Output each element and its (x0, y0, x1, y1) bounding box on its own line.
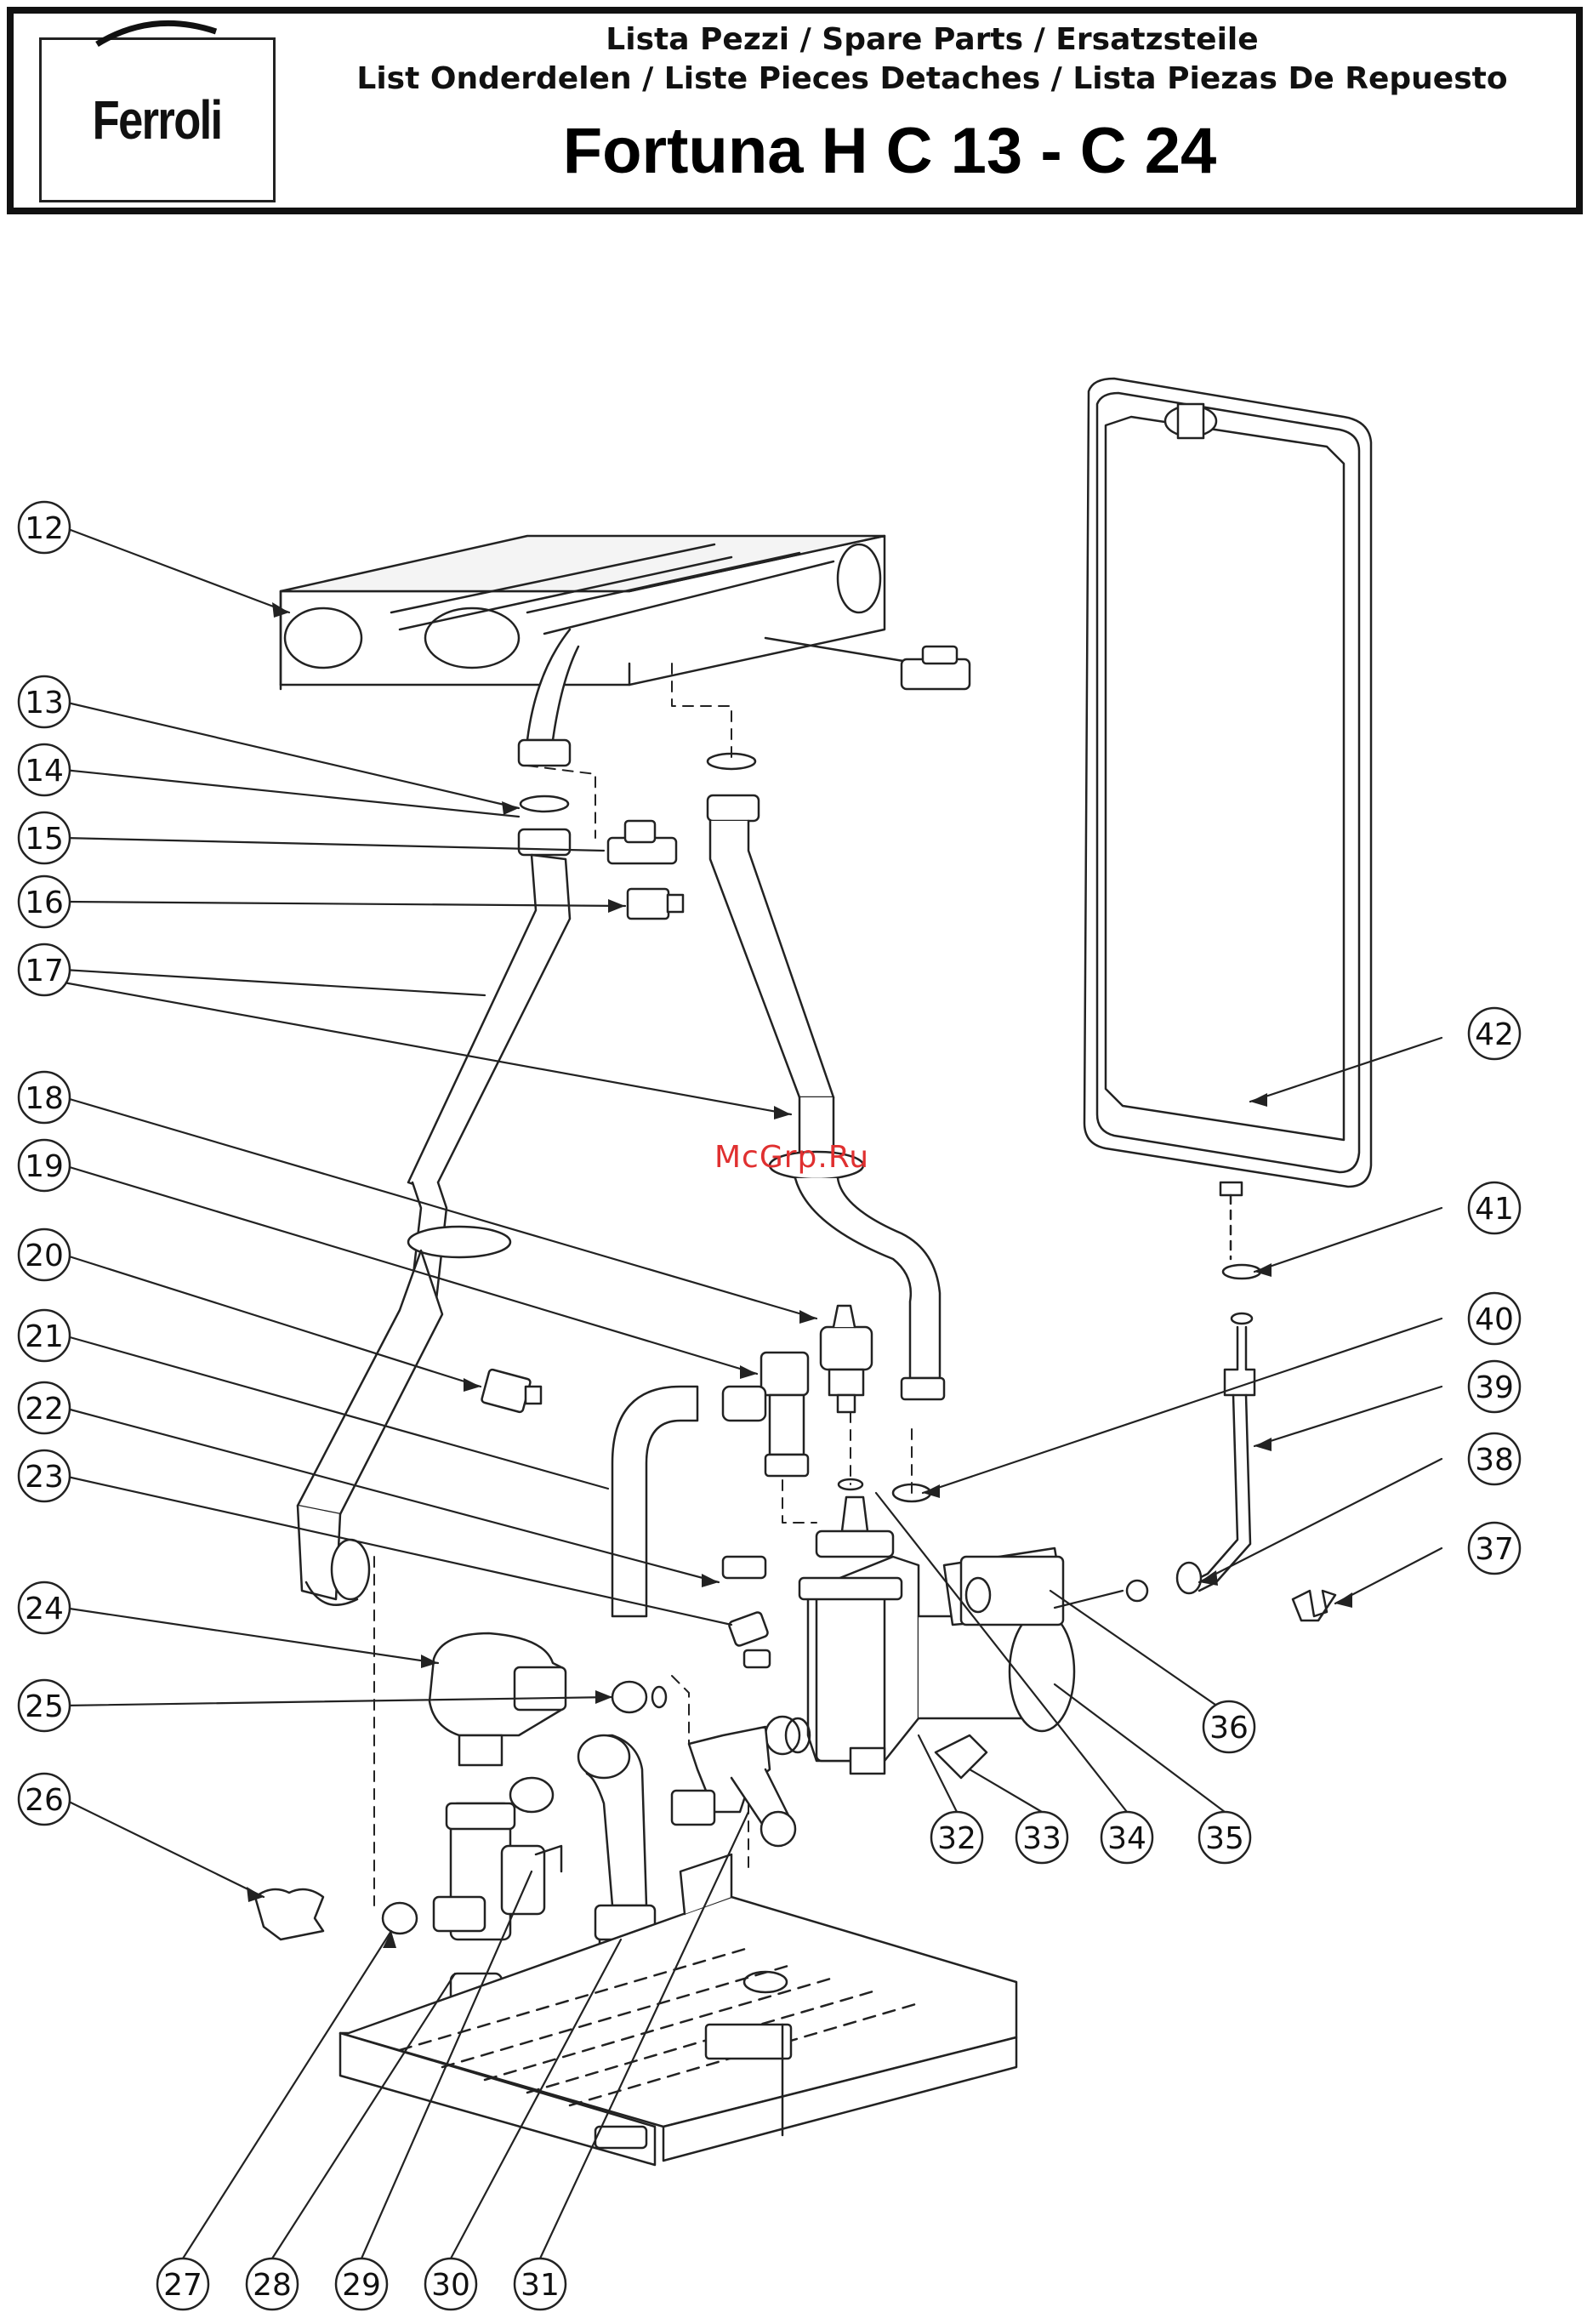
callout-17: 17 (19, 944, 70, 995)
clip-14 (608, 821, 676, 863)
callout-42: 42 (1469, 1008, 1520, 1059)
callout-37: 37 (1469, 1523, 1520, 1574)
callout-label: 30 (431, 2268, 470, 2303)
callout-label: 41 (1475, 1192, 1514, 1227)
callout-18: 18 (19, 1072, 70, 1123)
callout-label: 21 (25, 1319, 64, 1354)
heat-exchanger (281, 536, 885, 689)
callout-26: 26 (19, 1774, 70, 1825)
callout-16: 16 (19, 876, 70, 927)
callout-35: 35 (1199, 1812, 1250, 1863)
callout-33: 33 (1016, 1812, 1067, 1863)
callout-12: 12 (19, 502, 70, 553)
callout-label: 20 (25, 1239, 64, 1273)
callout-22: 22 (19, 1382, 70, 1433)
callout-23: 23 (19, 1450, 70, 1501)
callout-19: 19 (19, 1140, 70, 1191)
pump-assembly (799, 1497, 1074, 1778)
callout-15: 15 (19, 812, 70, 863)
callout-label: 33 (1022, 1821, 1061, 1856)
callout-38: 38 (1469, 1433, 1520, 1484)
callout-34: 34 (1101, 1812, 1152, 1863)
callout-label: 29 (342, 2268, 381, 2303)
callout-label: 19 (25, 1149, 64, 1184)
callout-label: 26 (25, 1783, 64, 1818)
sensor-15 (628, 889, 683, 919)
callout-label: 25 (25, 1689, 64, 1724)
callout-32: 32 (931, 1812, 982, 1863)
callout-label: 40 (1475, 1302, 1514, 1337)
callout-label: 15 (25, 822, 64, 857)
callout-label: 31 (521, 2268, 560, 2303)
callout-label: 18 (25, 1081, 64, 1116)
callout-label: 13 (25, 686, 64, 721)
callout-label: 37 (1475, 1532, 1514, 1567)
callout-label: 14 (25, 754, 64, 789)
expansion-vessel (1084, 379, 1371, 1195)
callout-25: 25 (19, 1680, 70, 1731)
callout-27: 27 (157, 2258, 208, 2310)
callout-31: 31 (515, 2258, 566, 2310)
callout-label: 28 (253, 2268, 292, 2303)
callout-label: 36 (1209, 1711, 1249, 1746)
air-vent (821, 1306, 872, 1412)
callout-14: 14 (19, 744, 70, 795)
callout-label: 17 (25, 954, 64, 988)
callout-label: 23 (25, 1460, 64, 1495)
callout-label: 16 (25, 886, 64, 920)
callout-28: 28 (247, 2258, 298, 2310)
callout-label: 24 (25, 1592, 64, 1626)
clip-top-right (902, 647, 970, 689)
callout-label: 35 (1205, 1821, 1244, 1856)
callout-40: 40 (1469, 1293, 1520, 1344)
callout-41: 41 (1469, 1182, 1520, 1233)
callout-label: 12 (25, 511, 64, 546)
callout-13: 13 (19, 676, 70, 727)
callout-label: 38 (1475, 1443, 1514, 1478)
callout-20: 20 (19, 1229, 70, 1280)
callout-30: 30 (425, 2258, 476, 2310)
safety-valve (723, 1353, 808, 1476)
callout-label: 27 (163, 2268, 202, 2303)
callout-39: 39 (1469, 1361, 1520, 1412)
callout-label: 42 (1475, 1017, 1514, 1052)
callout-label: 22 (25, 1392, 64, 1427)
callout-36: 36 (1203, 1701, 1254, 1752)
callout-label: 34 (1107, 1821, 1146, 1856)
callout-label: 39 (1475, 1370, 1514, 1405)
callout-24: 24 (19, 1582, 70, 1633)
callout-29: 29 (336, 2258, 387, 2310)
callout-21: 21 (19, 1310, 70, 1361)
watermark-text: McGrp.Ru (714, 1140, 869, 1175)
callout-label: 32 (937, 1821, 976, 1856)
sensor-20 (481, 1369, 541, 1413)
